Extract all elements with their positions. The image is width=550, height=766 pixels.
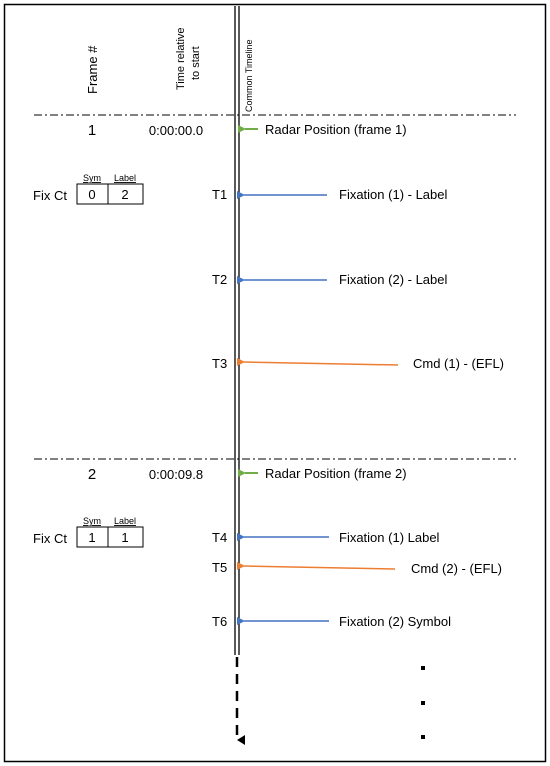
radar-position-frame-2-label: Radar Position (frame 2) (265, 466, 407, 481)
diagram-border (3, 3, 547, 763)
event-time-t3: T3 (212, 356, 227, 371)
event-time-t2: T2 (212, 272, 227, 287)
frame-1-number: 1 (88, 122, 96, 139)
fix-count-frame-1: Fix Ct Sym Label 0 2 (33, 173, 144, 205)
fix-ct-label: Fix Ct (33, 188, 67, 203)
frame-2-time: 0:00:09.8 (149, 467, 203, 482)
time-header-line1: Time relative (175, 27, 187, 90)
event-time-t4: T4 (212, 530, 227, 545)
event-label-t3: Cmd (1) - (EFL) (413, 356, 504, 371)
sym-header: Sym (83, 173, 101, 183)
label-header: Label (114, 173, 136, 183)
time-header-line2: to start (190, 46, 202, 80)
continuation-dot-1 (421, 666, 425, 670)
frame-number-header: Frame # (85, 45, 100, 94)
fix-count-frame-2: Fix Ct Sym Label 1 1 (33, 516, 144, 548)
cmd-arrow-t3 (236, 357, 399, 366)
event-time-t6: T6 (212, 614, 227, 629)
event-label-t2: Fixation (2) - Label (339, 272, 447, 287)
frame-1-time: 0:00:00.0 (149, 123, 203, 138)
label-count-value: 2 (121, 187, 128, 202)
sym-header: Sym (83, 516, 101, 526)
radar-position-frame-1-label: Radar Position (frame 1) (265, 122, 407, 137)
continuation-dot-3 (421, 735, 425, 739)
cmd-arrow-t5 (236, 561, 396, 570)
continuation-dot-2 (421, 701, 425, 705)
fix-ct-box (76, 183, 144, 205)
event-label-t1: Fixation (1) - Label (339, 187, 447, 202)
fix-ct-label: Fix Ct (33, 531, 67, 546)
label-count-value: 1 (121, 530, 128, 545)
event-time-t5: T5 (212, 560, 227, 575)
event-time-t1: T1 (212, 187, 227, 202)
event-label-t6: Fixation (2) Symbol (339, 614, 451, 629)
label-header: Label (114, 516, 136, 526)
event-label-t5: Cmd (2) - (EFL) (411, 561, 502, 576)
sym-count-value: 1 (88, 530, 95, 545)
timeline-header: Common Timeline (244, 39, 254, 112)
event-label-t4: Fixation (1) Label (339, 530, 440, 545)
frame-2-number: 2 (88, 466, 96, 483)
sym-count-value: 0 (88, 187, 95, 202)
fix-ct-box (76, 526, 144, 548)
